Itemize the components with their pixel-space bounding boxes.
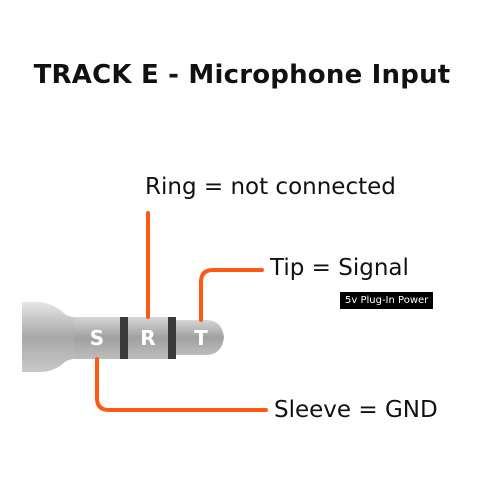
tip-wire [199, 268, 264, 322]
plug-in-power-badge: 5v Plug-In Power [340, 292, 434, 309]
plug-insulator-1 [120, 317, 128, 359]
plug-tip-segment [176, 320, 224, 355]
plug-ring-segment [128, 317, 168, 359]
ring-letter: R [140, 326, 155, 350]
sleeve-letter: S [90, 326, 104, 350]
ring-label: Ring = not connected [145, 174, 396, 200]
plug-sleeve-segment [74, 317, 120, 359]
tip-label: Tip = Signal [270, 255, 409, 281]
tip-letter: T [194, 326, 208, 350]
sleeve-wire [95, 357, 268, 412]
sleeve-label: Sleeve = GND [274, 397, 438, 423]
plug-insulator-2 [168, 317, 176, 359]
plug-handle [22, 302, 76, 372]
diagram-title: TRACK E - Microphone Input [33, 60, 451, 90]
